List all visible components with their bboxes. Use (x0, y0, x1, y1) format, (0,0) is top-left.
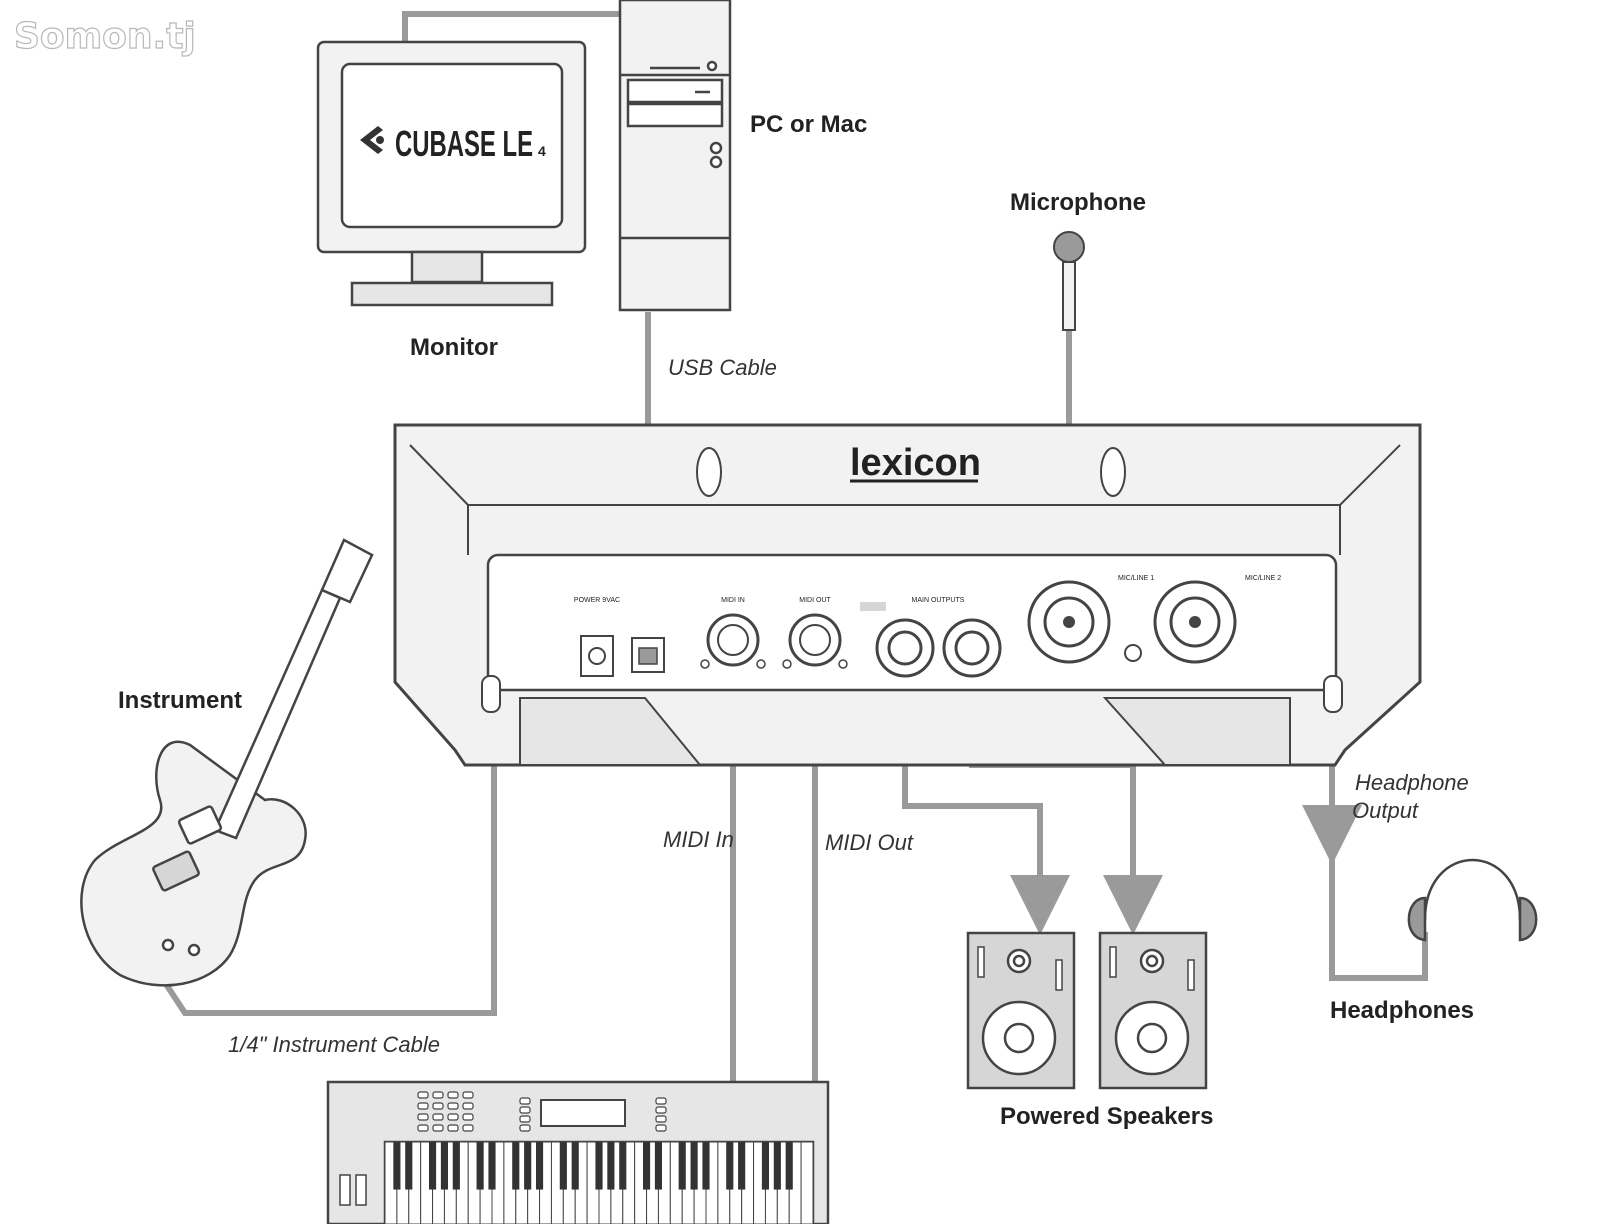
black-key (559, 1142, 567, 1190)
keyboard-button (447, 1091, 459, 1099)
black-key (440, 1142, 449, 1190)
black-key (452, 1142, 460, 1190)
keyboard-button (655, 1106, 667, 1114)
power-jack-label: POWER 9VAC (574, 597, 620, 604)
status-led (860, 602, 886, 611)
black-key (642, 1142, 651, 1190)
black-key (654, 1142, 663, 1190)
microphone-label: Microphone (1010, 189, 1146, 216)
keyboard-button (462, 1102, 474, 1110)
keyboard-button (447, 1124, 459, 1132)
mic-line-1-combo-jack: MIC/LINE 1 (1027, 575, 1154, 664)
black-key (785, 1142, 793, 1190)
black-key (702, 1142, 710, 1190)
headphone-cable-return (1329, 835, 1428, 981)
monitor-label: Monitor (410, 334, 498, 361)
usb-port (631, 637, 665, 673)
keyboard-button (462, 1091, 474, 1099)
headphone-output-label-line1: Headphone (1355, 770, 1469, 795)
black-key (619, 1142, 627, 1190)
headphones-label: Headphones (1330, 997, 1474, 1024)
keyboard-button (519, 1115, 531, 1123)
keyboard-button (655, 1097, 667, 1105)
powered-speaker-right (1098, 931, 1208, 1090)
midi-out-port-label: MIDI OUT (799, 597, 831, 604)
black-key (761, 1142, 770, 1190)
keyboard-button (417, 1102, 429, 1110)
black-key (726, 1142, 734, 1190)
keyboard-button (417, 1124, 429, 1132)
black-key (690, 1142, 698, 1190)
main-outputs-label: MAIN OUTPUTS (912, 597, 965, 604)
black-key (773, 1142, 781, 1190)
mic-line-2-combo-jack: MIC/LINE 2 (1153, 575, 1281, 664)
software-name: CUBASE LE (395, 123, 533, 164)
keyboard-button (462, 1113, 474, 1121)
audio-interface (393, 423, 1422, 767)
keyboard-button (432, 1124, 444, 1132)
keyboard-button (432, 1113, 444, 1121)
power-jack: POWER 9VAC (574, 597, 620, 677)
midi-out-cable-label: MIDI Out (825, 830, 914, 855)
midi-in-port-label: MIDI IN (721, 597, 745, 604)
midi-in-port: MIDI IN (700, 597, 766, 669)
headphones-icon (1407, 858, 1538, 942)
guitar (80, 538, 374, 987)
black-key (393, 1142, 401, 1190)
microphone (1053, 231, 1085, 331)
powered-speaker-left (966, 931, 1076, 1090)
black-key (607, 1142, 615, 1190)
cubase-chevron-icon (360, 126, 383, 154)
black-key (535, 1142, 544, 1190)
black-key (738, 1142, 746, 1190)
pc-label: PC or Mac (750, 111, 867, 138)
watermark: Somon.tj (14, 16, 196, 57)
instrument-cable-label: 1/4" Instrument Cable (228, 1032, 440, 1057)
keyboard-button (432, 1102, 444, 1110)
keyboard-button (519, 1097, 531, 1105)
black-key (488, 1142, 496, 1190)
lexicon-brand: lexicon (850, 442, 981, 484)
black-key (524, 1142, 532, 1190)
instrument-cable (157, 712, 497, 1016)
black-key (405, 1142, 413, 1190)
headphone-output-label-line2: Output (1352, 798, 1419, 823)
black-key (476, 1142, 484, 1190)
powered-speakers-label: Powered Speakers (1000, 1103, 1213, 1130)
black-key (678, 1142, 686, 1190)
usb-cable-label: USB Cable (668, 355, 777, 380)
mic-line-2-label: MIC/LINE 2 (1245, 575, 1281, 582)
black-key (428, 1142, 437, 1190)
cubase-logo: CUBASE LE 4 (360, 123, 546, 164)
keyboard-button (519, 1124, 531, 1132)
keyboard-button (417, 1113, 429, 1121)
keyboard-button (417, 1091, 429, 1099)
main-output-jacks: MAIN OUTPUTS (875, 597, 1002, 678)
keyboard-button (655, 1115, 667, 1123)
monitor (316, 40, 587, 307)
keyboard-button (462, 1124, 474, 1132)
mic-line-1-label: MIC/LINE 1 (1118, 575, 1154, 582)
keyboard-button (447, 1102, 459, 1110)
pc-tower (618, 0, 732, 312)
keyboard-button (519, 1106, 531, 1114)
black-key (512, 1142, 520, 1190)
white-key (800, 1141, 814, 1224)
midi-out-port: MIDI OUT (782, 597, 848, 669)
black-key (571, 1142, 579, 1190)
monitor-to-pc-cable (402, 11, 620, 42)
keyboard-button (447, 1113, 459, 1121)
keyboard-button (432, 1091, 444, 1099)
keyboard-button (655, 1124, 667, 1132)
software-version: 4 (538, 143, 546, 159)
instrument-label: Instrument (118, 687, 242, 714)
black-key (595, 1142, 603, 1190)
keyboard-keys (384, 1141, 814, 1224)
keyboard-controls (417, 1091, 667, 1132)
midi-in-cable-label: MIDI In (663, 827, 734, 852)
